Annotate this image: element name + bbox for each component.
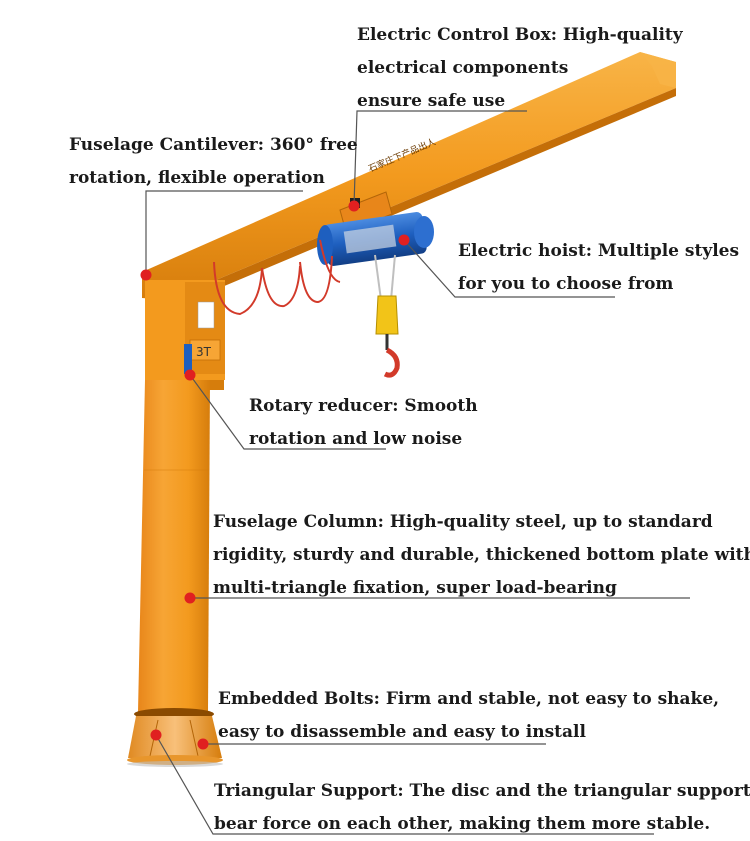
hook <box>375 295 400 378</box>
callout-line: electrical components <box>357 58 569 78</box>
callout-line: Embedded Bolts: Firm and stable, not eas… <box>218 689 720 709</box>
callout-fuselage-cantilever: Fuselage Cantilever: 360° free rotation,… <box>69 129 358 195</box>
callout-triangular-support: Triangular Support: The disc and the tri… <box>214 775 750 841</box>
marker-dots <box>140 200 410 750</box>
column-head: 3T <box>145 280 225 390</box>
callout-line: easy to disassemble and easy to install <box>218 722 586 742</box>
callout-line: Rotary reducer: Smooth <box>249 396 478 416</box>
marker-cantilever <box>140 269 152 281</box>
triangular-support-base <box>127 708 223 767</box>
callout-line: Triangular Support: The disc and the tri… <box>214 781 750 801</box>
callout-line: ensure safe use <box>357 91 506 111</box>
marker-hoist <box>398 234 410 246</box>
marker-triangular-support <box>150 729 162 741</box>
callout-line: Electric Control Box: High-quality <box>357 25 683 45</box>
callout-fuselage-column: Fuselage Column: High-quality steel, up … <box>213 506 750 605</box>
marker-bolts <box>197 738 209 750</box>
callout-electric-hoist: Electric hoist: Multiple styles for you … <box>458 235 739 301</box>
callout-line: Fuselage Cantilever: 360° free <box>69 135 358 155</box>
electric-hoist <box>317 212 434 301</box>
fuselage-column <box>138 380 210 712</box>
marker-control-box <box>348 200 360 212</box>
callout-line: Fuselage Column: High-quality steel, up … <box>213 512 713 532</box>
leader-lines <box>145 110 690 835</box>
callout-line: for you to choose from <box>458 274 674 294</box>
marker-column <box>184 592 196 604</box>
callout-rotary-reducer: Rotary reducer: Smooth rotation and low … <box>249 390 478 456</box>
callout-line: rigidity, sturdy and durable, thickened … <box>213 545 750 565</box>
callout-line: rotation, flexible operation <box>69 168 325 188</box>
power-cables <box>213 239 341 316</box>
callout-line: Electric hoist: Multiple styles <box>458 241 740 261</box>
callout-line: bear force on each other, making them mo… <box>214 814 711 834</box>
capacity-plate: 3T <box>196 345 212 359</box>
marker-reducer <box>184 369 196 381</box>
callout-embedded-bolts: Embedded Bolts: Firm and stable, not eas… <box>218 683 719 749</box>
callout-line: rotation and low noise <box>249 429 463 449</box>
callout-line: multi-triangle fixation, super load-bear… <box>213 578 617 598</box>
callout-electric-control-box: Electric Control Box: High-quality elect… <box>357 19 683 118</box>
